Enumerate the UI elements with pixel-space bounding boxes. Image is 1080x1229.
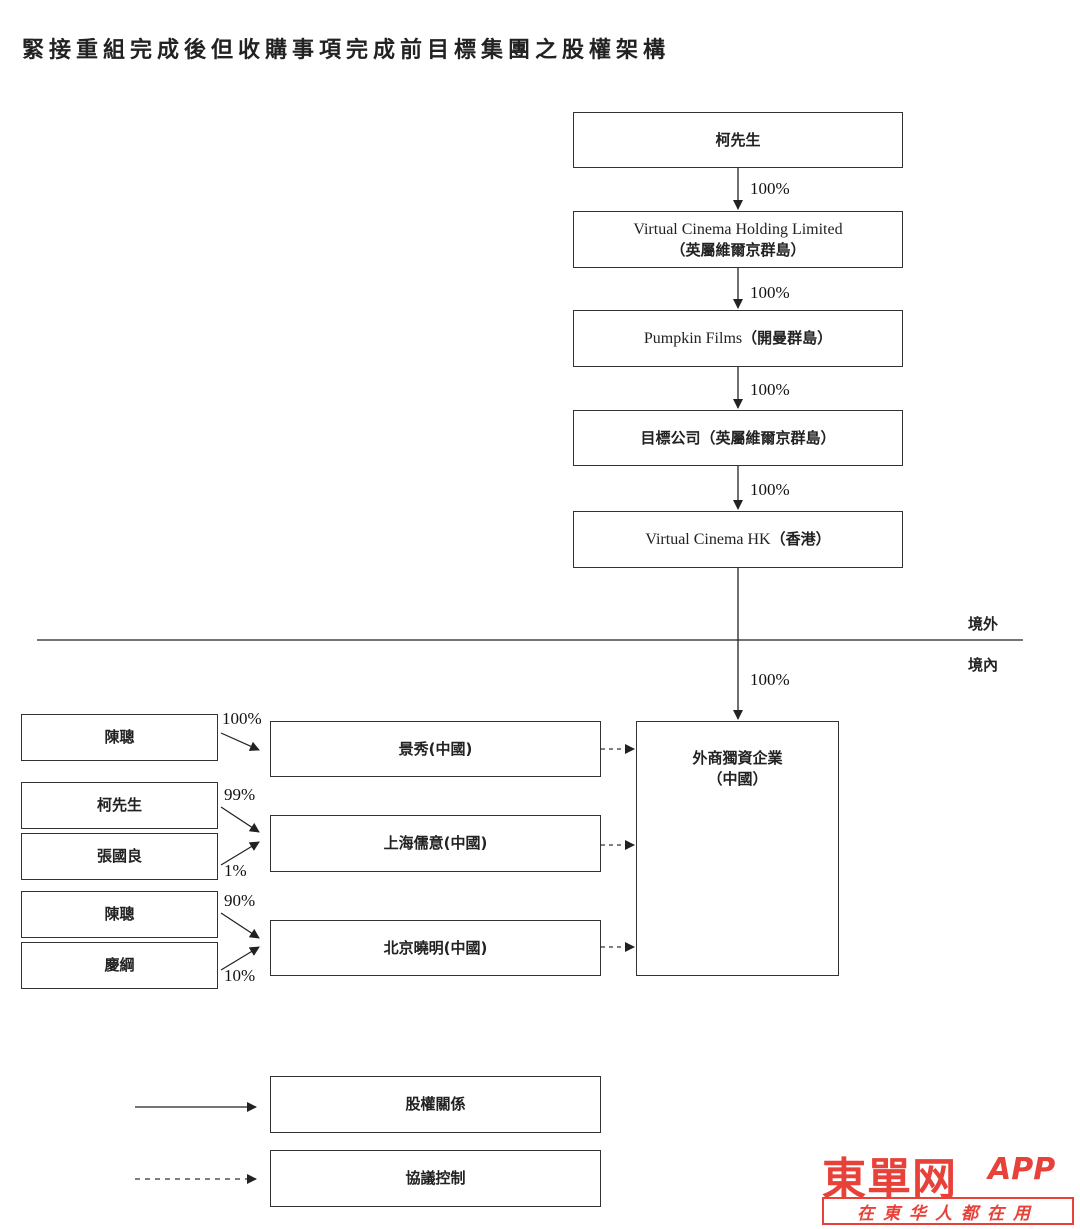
pct-vchl-pumpkin: 100% <box>750 283 790 302</box>
legend-contract-label: 協議控制 <box>405 1169 466 1187</box>
arrow-chencong-jingxiu <box>220 732 260 751</box>
pct-pumpkin-target: 100% <box>750 380 790 399</box>
shareholder-box: 張國良 <box>21 833 218 880</box>
target-box: 目標公司（英屬維爾京群島） <box>573 410 903 466</box>
vchk-box: Virtual Cinema HK （香港） <box>573 511 903 568</box>
pumpkin-box: Pumpkin Films （開曼群島） <box>573 310 903 367</box>
pct-mrke-vchl: 100% <box>750 179 790 198</box>
watermark-brand: 東單网 <box>822 1154 957 1205</box>
pct-qinggang-beijing: 10% <box>224 966 256 985</box>
pumpkin-name: Pumpkin Films <box>643 330 743 347</box>
pct-mrke-shanghai: 99% <box>224 785 256 804</box>
pct-chencong-beijing: 90% <box>224 891 256 910</box>
shareholder-box: 柯先生 <box>21 782 218 829</box>
vchl-name: Virtual Cinema Holding Limited <box>633 220 843 238</box>
vchk-jurisdiction: （香港） <box>770 530 831 548</box>
shareholder-box: 陳聰 <box>21 891 218 938</box>
pct-target-vchk: 100% <box>750 480 790 499</box>
pct-chencong-jingxiu: 100% <box>222 709 262 728</box>
shareholder-name: 張國良 <box>96 847 142 865</box>
opco-box: 北京曉明(中國) <box>270 920 601 976</box>
opco-name: 北京曉明(中國) <box>383 938 488 957</box>
arrow-zhang-shanghai <box>220 841 260 866</box>
vchl-box: Virtual Cinema Holding Limited （英屬維爾京群島） <box>573 211 903 268</box>
region-onshore: 境內 <box>968 656 999 674</box>
legend-equity-box: 股權關係 <box>270 1076 601 1133</box>
shareholder-name: 慶綱 <box>104 956 135 974</box>
opco-box: 景秀(中國) <box>270 721 601 777</box>
pumpkin-jurisdiction: （開曼群島） <box>742 329 833 347</box>
page-title: 緊接重組完成後但收購事項完成前目標集團之股權架構 <box>22 38 671 63</box>
arrow-mrke-shanghai <box>220 806 260 833</box>
opco-box: 上海儒意(中國) <box>270 815 601 872</box>
vchl-jurisdiction: （英屬維爾京群島） <box>670 240 806 259</box>
wfoe-name: 外商獨資企業 <box>692 749 783 767</box>
mr-ke-label: 柯先生 <box>715 130 761 149</box>
pct-zhang-shanghai: 1% <box>224 861 247 880</box>
arrow-chencong-beijing <box>220 912 260 939</box>
target-label: 目標公司（英屬維爾京群島） <box>640 428 836 447</box>
opco-name: 上海儒意(中國) <box>383 834 488 852</box>
mr-ke-box: 柯先生 <box>573 112 903 168</box>
shareholder-name: 陳聰 <box>104 728 135 746</box>
arrow-qinggang-beijing <box>220 946 260 971</box>
watermark-app: APP <box>988 1152 1056 1187</box>
vchk-name: Virtual Cinema HK <box>645 531 771 548</box>
opco-name: 景秀(中國) <box>398 739 473 758</box>
shareholder-name: 陳聰 <box>104 905 135 923</box>
region-offshore: 境外 <box>968 615 999 633</box>
shareholder-box: 陳聰 <box>21 714 218 761</box>
legend-equity-label: 股權關係 <box>405 1095 466 1113</box>
pct-vchk-wfoe: 100% <box>750 670 790 689</box>
wfoe-jurisdiction: （中國） <box>707 770 768 788</box>
shareholder-box: 慶綱 <box>21 942 218 989</box>
shareholder-name: 柯先生 <box>96 796 142 814</box>
watermark-tagline: 在東华人都在用 <box>822 1197 1074 1225</box>
wfoe-box: 外商獨資企業 （中國） <box>636 721 839 976</box>
legend-contract-box: 協議控制 <box>270 1150 601 1207</box>
